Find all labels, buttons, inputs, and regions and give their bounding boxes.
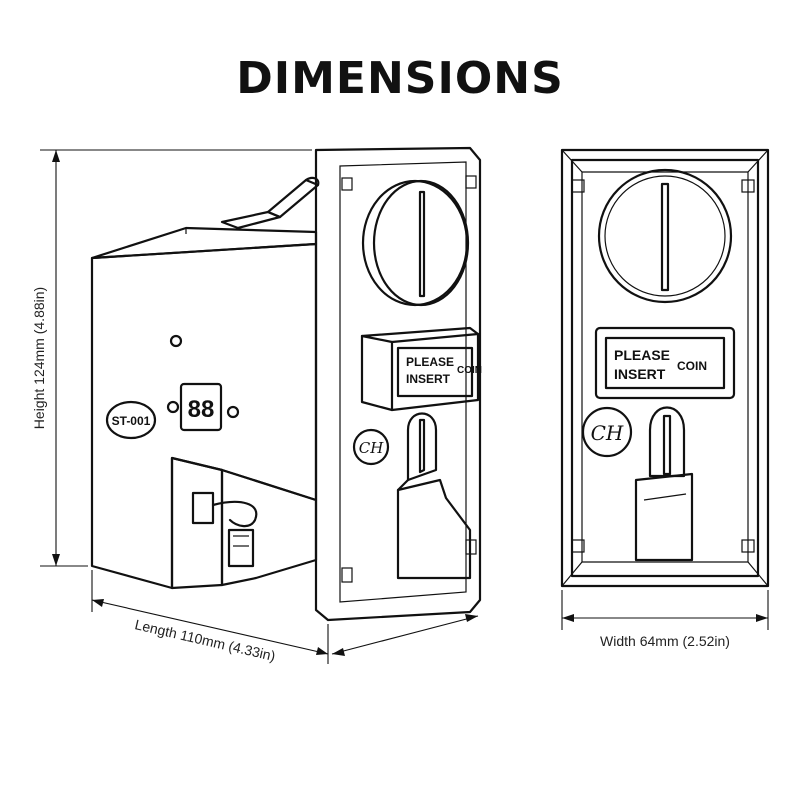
label-please: PLEASE xyxy=(406,355,454,369)
height-dimension: Height 124mm (4.88in) xyxy=(31,149,312,567)
label-insert: INSERT xyxy=(406,372,451,386)
page-title: DIMENSIONS xyxy=(236,53,564,104)
connector-block xyxy=(170,456,318,590)
front-brand-logo: CH xyxy=(591,421,624,445)
front-label-insert: INSERT xyxy=(614,366,666,382)
width-label: Width 64mm (2.52in) xyxy=(600,633,730,649)
front-label-please: PLEASE xyxy=(614,347,670,363)
height-label: Height 124mm (4.88in) xyxy=(31,287,47,429)
display-digits: 88 xyxy=(188,396,215,423)
front-bezel-isometric: PLEASE INSERT COIN CH xyxy=(314,146,482,622)
isometric-view: 88 ST-001 xyxy=(31,146,482,664)
length-dimension: Length 110mm (4.33in) xyxy=(91,570,479,664)
led-right-icon xyxy=(226,405,240,419)
brand-logo: CH xyxy=(359,439,384,457)
coin-slot-front xyxy=(597,168,733,304)
width-dimension: Width 64mm (2.52in) xyxy=(561,590,769,649)
body-top xyxy=(90,226,318,260)
front-view: PLEASE INSERT COIN CH Width 64mm (2.52in… xyxy=(560,148,770,649)
top-cable xyxy=(220,176,320,230)
label-coin: COIN xyxy=(457,365,482,376)
led-left-icon xyxy=(166,400,180,414)
model-label: ST-001 xyxy=(112,414,151,428)
screw-hole-icon xyxy=(169,334,183,348)
length-label: Length 110mm (4.33in) xyxy=(133,616,277,664)
model-badge: ST-001 xyxy=(105,400,157,440)
digit-display: 88 xyxy=(179,382,223,432)
front-label-coin: COIN xyxy=(677,359,707,373)
